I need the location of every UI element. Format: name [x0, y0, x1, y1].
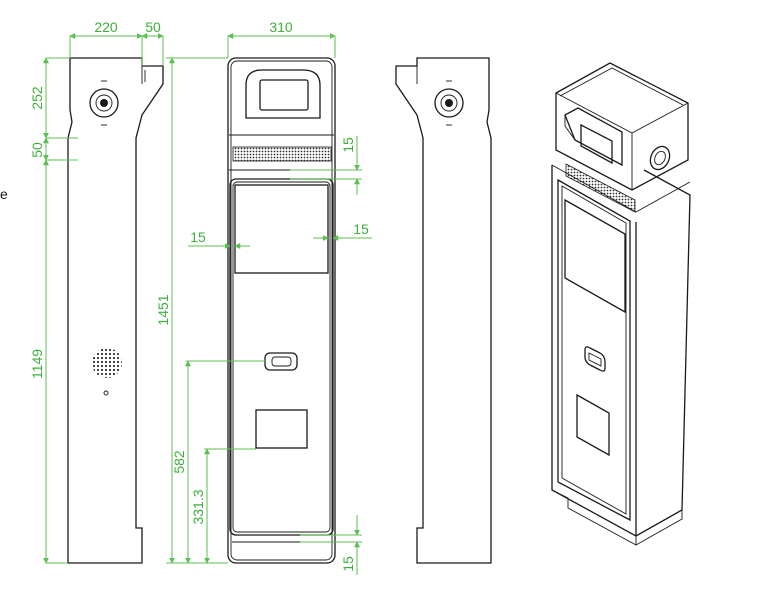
- dim-side-lower-height: 1149: [29, 349, 45, 379]
- camera-lens-icon: [649, 145, 671, 171]
- side-view-left: [67, 57, 164, 564]
- dimension-lines: [43, 33, 372, 575]
- camera-housing: [245, 69, 321, 119]
- dim-front-width: 310: [269, 19, 293, 35]
- display-screen: [564, 198, 626, 314]
- vent-grill: [565, 163, 636, 213]
- camera-housing: [564, 107, 623, 167]
- speaker-grill-icon: [92, 348, 122, 378]
- dim-side-top-height: 252: [29, 86, 45, 110]
- dim-side-waist: 50: [29, 142, 45, 158]
- dim-side-step: 50: [145, 19, 161, 35]
- edge-fragment-text: e: [0, 186, 8, 202]
- card-slot-icon: [584, 346, 606, 372]
- card-slot-icon: [264, 352, 298, 371]
- dim-screen-margin-right: 15: [353, 221, 369, 237]
- dim-vent-gap: 15: [340, 137, 356, 153]
- card-reader-pad: [255, 409, 308, 449]
- vent-grill: [232, 146, 332, 162]
- side-view-right: [395, 57, 492, 564]
- card-reader-pad: [576, 393, 610, 457]
- isometric-view: [551, 62, 691, 546]
- camera-lens-icon: [89, 88, 119, 118]
- display-screen: [234, 184, 329, 274]
- dimension-labels: 220 50 310 252 50 1149 1451 582 331.3 15…: [29, 19, 369, 572]
- dim-handle-height: 582: [171, 450, 187, 474]
- front-view: [227, 57, 336, 564]
- dim-bottom-margin: 15: [340, 556, 356, 572]
- dim-side-top-width: 220: [94, 19, 118, 35]
- camera-lens-icon: [434, 88, 464, 118]
- dim-screen-margin-left: 15: [190, 229, 206, 245]
- dim-pad-height: 331.3: [190, 489, 206, 524]
- dim-front-total-height: 1451: [155, 294, 171, 325]
